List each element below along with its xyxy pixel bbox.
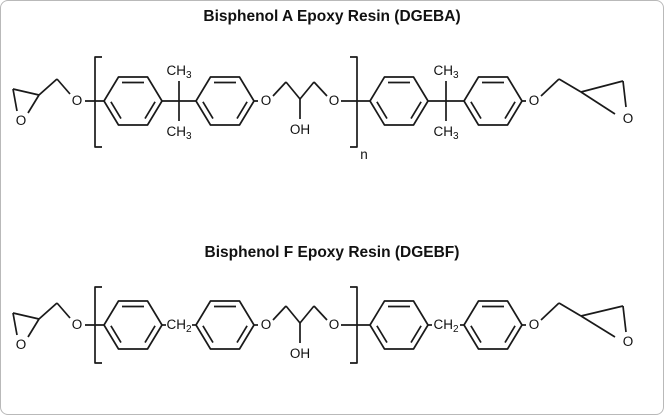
methyl-label: CH3 — [433, 63, 459, 81]
hydroxyl-label: OH — [290, 346, 310, 361]
bond — [56, 302, 71, 319]
methyl-ch: CH — [433, 124, 453, 139]
oxygen-label: O — [623, 334, 634, 349]
bond — [27, 94, 40, 114]
bond — [622, 305, 627, 333]
methyl-subscript: 3 — [186, 131, 192, 142]
methylene-label: CH2 — [433, 317, 459, 335]
oxygen-label: O — [623, 111, 634, 126]
bond — [299, 305, 315, 324]
oxygen-label: O — [261, 317, 272, 332]
bracket-right — [350, 56, 358, 148]
isopropylidene-left: CH3 CH3 — [162, 63, 196, 142]
methylene-ch: CH — [166, 317, 186, 332]
hydroxyl-label: OH — [290, 122, 310, 137]
methyl-label: CH3 — [166, 124, 192, 142]
bond — [299, 81, 315, 100]
methyl-ch: CH — [166, 63, 186, 78]
bond — [580, 305, 624, 317]
bond — [580, 91, 616, 115]
glycerol-linker: O OH O — [254, 81, 370, 137]
bracket-right — [350, 286, 358, 364]
bond — [285, 305, 301, 324]
oxygen-label: O — [72, 317, 83, 332]
bond — [272, 305, 287, 321]
dgebf-structure: O O CH2 O OH O — [12, 286, 634, 364]
methyl-subscript: 3 — [453, 70, 459, 81]
oxygen-label: O — [261, 93, 272, 108]
epoxide-ring-left: O — [12, 312, 40, 352]
bond — [285, 81, 301, 100]
methylene-label: CH2 — [166, 317, 192, 335]
benzene-ring-1 — [103, 300, 163, 350]
bond — [12, 312, 40, 320]
benzene-ring-2 — [195, 76, 255, 126]
bond — [580, 315, 616, 338]
bond — [12, 88, 18, 112]
oxygen-label: O — [529, 93, 540, 108]
methyl-label: CH3 — [433, 124, 459, 142]
isopropylidene-right: CH3 CH3 — [428, 63, 464, 142]
oxygen-label: O — [529, 317, 540, 332]
bond — [12, 312, 18, 336]
methylene-ch: CH — [433, 317, 453, 332]
methyl-subscript: 3 — [453, 131, 459, 142]
bond — [38, 78, 58, 96]
bond — [27, 318, 40, 338]
epoxide-ring-left: O — [12, 88, 40, 128]
methylene-subscript: 2 — [186, 324, 192, 335]
bond — [622, 80, 627, 108]
methyl-ch: CH — [433, 63, 453, 78]
bond — [56, 78, 71, 95]
methylene-bridge-left: CH2 — [162, 317, 196, 335]
bond — [540, 78, 560, 97]
bond — [313, 81, 328, 97]
bond — [12, 88, 40, 96]
benzene-ring-2 — [195, 300, 255, 350]
oxygen-label: O — [329, 93, 340, 108]
oxygen-label: O — [16, 113, 27, 128]
bond — [558, 78, 582, 93]
dgeba-structure: O O CH3 CH3 O OH O — [12, 56, 634, 162]
bracket-left — [94, 286, 102, 364]
benzene-ring-1 — [103, 76, 163, 126]
bracket-left — [94, 56, 102, 148]
dgeba-title: Bisphenol A Epoxy Resin (DGEBA) — [203, 8, 461, 25]
oxygen-label: O — [16, 337, 27, 352]
dgebf-title: Bisphenol F Epoxy Resin (DGEBF) — [204, 244, 460, 261]
bond — [580, 80, 624, 93]
benzene-ring-4 — [463, 300, 523, 350]
bond — [38, 302, 58, 320]
epoxide-ring-right: O — [580, 80, 634, 126]
epoxide-ring-right: O — [580, 305, 634, 349]
benzene-ring-4 — [463, 76, 523, 126]
oxygen-label: O — [72, 93, 83, 108]
methylene-bridge-right: CH2 — [428, 317, 464, 335]
bond — [540, 302, 560, 321]
benzene-ring-3 — [369, 300, 429, 350]
bond — [272, 81, 287, 97]
methylene-subscript: 2 — [453, 324, 459, 335]
glycerol-linker: O OH O — [254, 305, 370, 361]
oxygen-label: O — [329, 317, 340, 332]
benzene-ring-3 — [369, 76, 429, 126]
methyl-label: CH3 — [166, 63, 192, 81]
bond — [558, 302, 582, 317]
methyl-subscript: 3 — [186, 70, 192, 81]
methyl-ch: CH — [166, 124, 186, 139]
bond — [313, 305, 328, 321]
repeat-unit-label: n — [360, 147, 368, 162]
